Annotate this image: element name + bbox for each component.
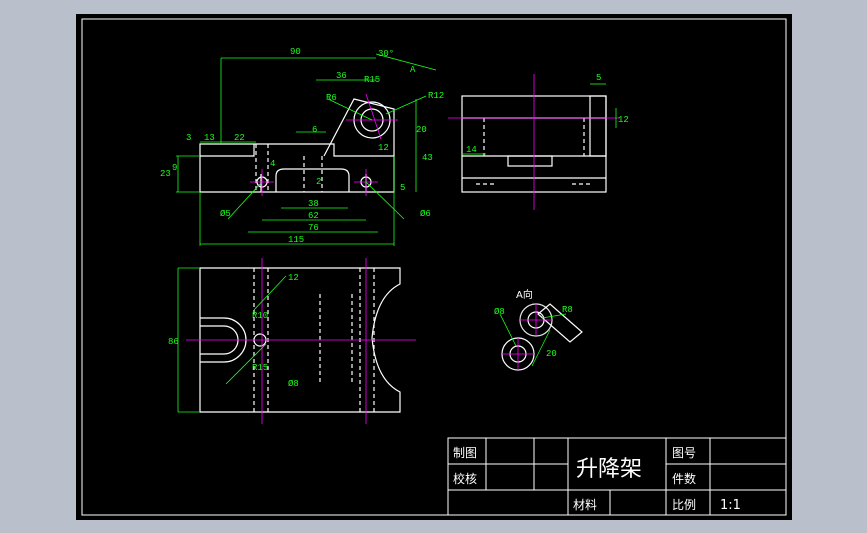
dim-76: 76 <box>308 223 319 233</box>
dim-38: 38 <box>308 199 319 209</box>
dim-62: 62 <box>308 211 319 221</box>
dim-23: 23 <box>160 169 171 179</box>
dim-43: 43 <box>422 153 433 163</box>
view-a: A向 Ø8 R8 20 <box>494 288 583 371</box>
top-dimension-text: 12 86 R10 R15 Ø8 <box>168 273 299 389</box>
dim-phi5: Ø5 <box>220 209 231 219</box>
top-dimensions <box>177 267 287 413</box>
drawing-border <box>81 18 787 516</box>
scale-value: 1:1 <box>720 498 741 513</box>
dim-12: 12 <box>378 143 389 153</box>
dim-a: A <box>410 65 416 75</box>
dim-phi8: Ø8 <box>288 379 299 389</box>
front-view <box>199 98 395 193</box>
label-scale: 比例 <box>672 498 696 512</box>
dim-30-deg: 30° <box>378 49 394 59</box>
title-block-text: 制图 校核 升降架 图号 件数 材料 比例 1:1 <box>453 446 741 513</box>
front-dimensions <box>176 53 437 246</box>
dim-r15: R15 <box>364 75 380 85</box>
label-drawn: 制图 <box>453 446 477 460</box>
part-name: 升降架 <box>576 457 642 482</box>
dim-115: 115 <box>288 235 304 245</box>
dim-20: 20 <box>546 349 557 359</box>
dim-22: 22 <box>234 133 245 143</box>
front-dimension-text: 90 30° 36 R15 A R6 R12 20 3 13 22 6 12 4… <box>160 47 444 245</box>
dim-13: 13 <box>204 133 215 143</box>
dim-90: 90 <box>290 47 301 57</box>
dim-12: 12 <box>288 273 299 283</box>
label-checked: 校核 <box>453 471 477 486</box>
label-drawing-no: 图号 <box>672 446 696 460</box>
side-dimensions <box>462 83 617 155</box>
dim-6: 6 <box>312 125 317 135</box>
dim-86: 86 <box>168 337 179 347</box>
dim-5: 5 <box>596 73 601 83</box>
side-centerlines <box>448 74 620 210</box>
dim-r6: R6 <box>326 93 337 103</box>
dim-r12: R12 <box>428 91 444 101</box>
dim-r8: R8 <box>562 305 573 315</box>
cad-drawing: 90 30° 36 R15 A R6 R12 20 3 13 22 6 12 4… <box>81 18 787 516</box>
view-a-title: A向 <box>516 288 533 301</box>
dim-r15: R15 <box>252 363 268 373</box>
side-dimension-text: 5 12 14 <box>466 73 629 155</box>
dim-4: 4 <box>270 159 275 169</box>
dim-r10: R10 <box>252 311 268 321</box>
dim-36: 36 <box>336 71 347 81</box>
title-block <box>447 437 787 516</box>
dim-20: 20 <box>416 125 427 135</box>
top-centerlines <box>186 258 416 424</box>
dim-phi8: Ø8 <box>494 307 505 317</box>
dim-2: 2 <box>316 177 321 187</box>
dim-3: 3 <box>186 133 191 143</box>
dim-12: 12 <box>618 115 629 125</box>
dim-5: 5 <box>400 183 405 193</box>
label-quantity: 件数 <box>672 471 696 486</box>
label-material: 材料 <box>573 498 597 512</box>
dim-phi6: Ø6 <box>420 209 431 219</box>
dim-14: 14 <box>466 145 477 155</box>
drawing-viewport[interactable]: 90 30° 36 R15 A R6 R12 20 3 13 22 6 12 4… <box>76 14 792 520</box>
dim-9: 9 <box>172 163 177 173</box>
